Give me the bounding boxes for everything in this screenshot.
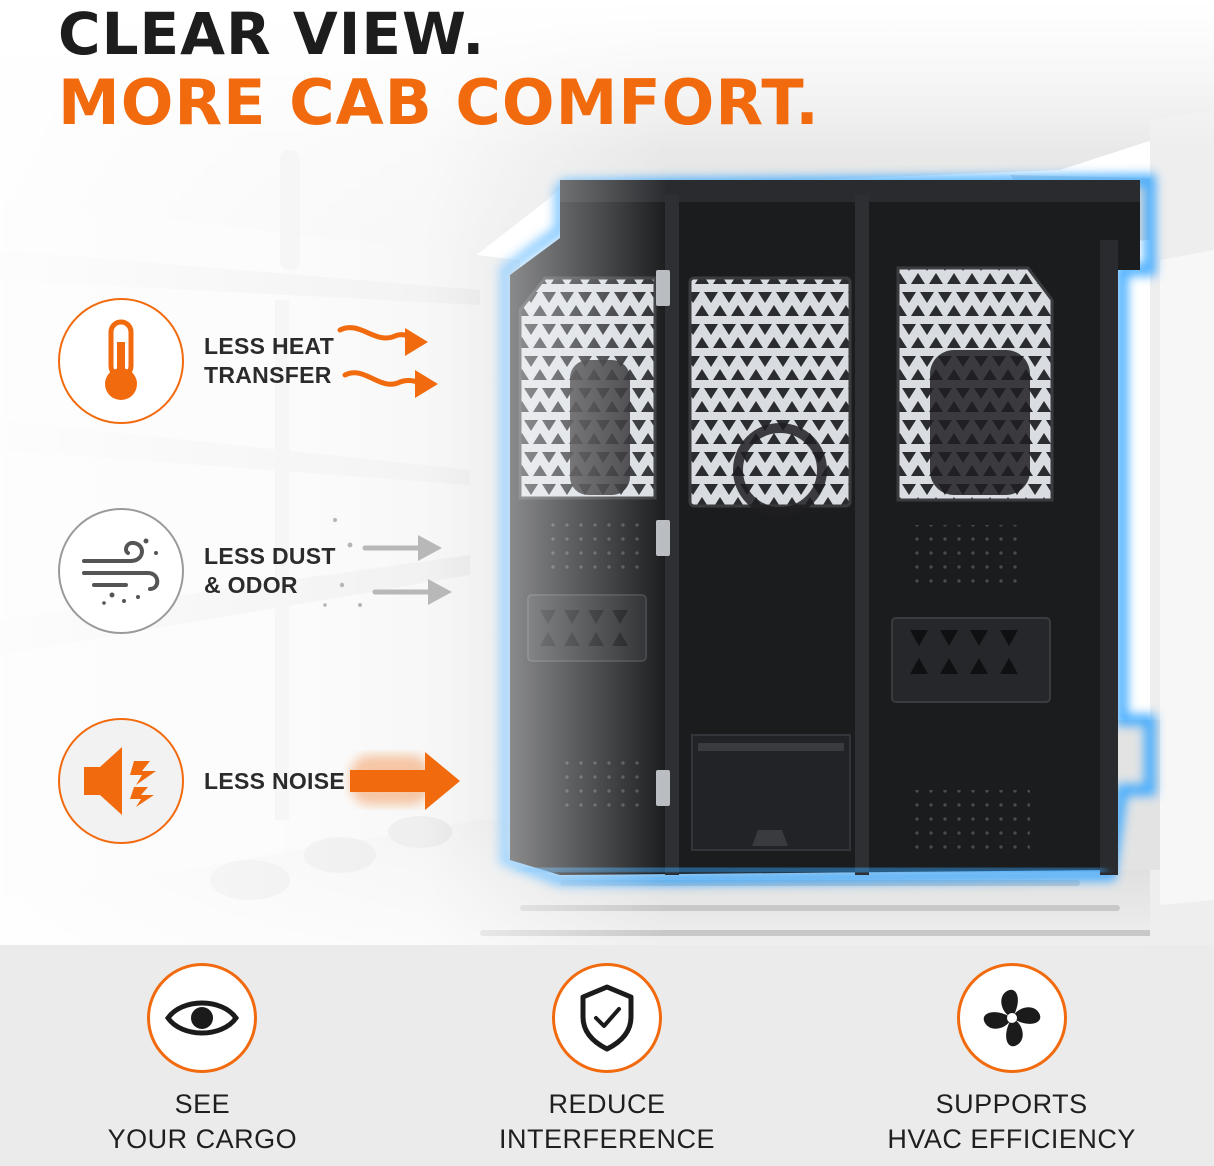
speaker-noise-icon (58, 718, 184, 844)
dust-arrows (316, 518, 452, 607)
feature-reduce-interference: REDUCE INTERFERENCE (427, 945, 787, 1166)
feature-label: REDUCE (548, 1089, 666, 1119)
shield-check-icon (551, 963, 662, 1073)
benefit-label: LESS DUST (204, 543, 336, 569)
van-partition-illustration (0, 0, 1214, 945)
feature-see-cargo: SEE YOUR CARGO (22, 945, 382, 1166)
feature-label: YOUR CARGO (107, 1124, 298, 1154)
benefit-label: TRANSFER (204, 362, 332, 388)
headline: CLEAR VIEW. MORE CAB COMFORT. (58, 0, 820, 138)
benefit-label: LESS HEAT (204, 333, 335, 359)
benefit-label: & ODOR (204, 572, 298, 598)
van-interior-scene (0, 0, 1214, 945)
noise-arrow (350, 752, 460, 810)
headline-line-1: CLEAR VIEW. (58, 0, 486, 68)
feature-label: SEE (174, 1089, 231, 1119)
benefit-less-dust: LESS DUST & ODOR (58, 508, 336, 634)
feature-label: SUPPORTS (935, 1089, 1088, 1119)
benefit-label: LESS NOISE (204, 767, 346, 794)
eye-icon (147, 963, 258, 1073)
feature-hvac-efficiency: SUPPORTS HVAC EFFICIENCY (832, 945, 1192, 1166)
headline-line-2: MORE CAB COMFORT. (58, 66, 820, 139)
feature-label: INTERFERENCE (498, 1124, 715, 1154)
benefit-less-heat: LESS HEAT TRANSFER (58, 298, 334, 424)
wind-dust-icon (58, 508, 184, 634)
benefit-less-noise: LESS NOISE (58, 718, 345, 844)
thermometer-icon (58, 298, 184, 424)
feature-label: HVAC EFFICIENCY (887, 1124, 1136, 1154)
fan-icon (956, 963, 1067, 1073)
feature-band: SEE YOUR CARGO REDUCE INTERFERENCE (0, 945, 1214, 1166)
